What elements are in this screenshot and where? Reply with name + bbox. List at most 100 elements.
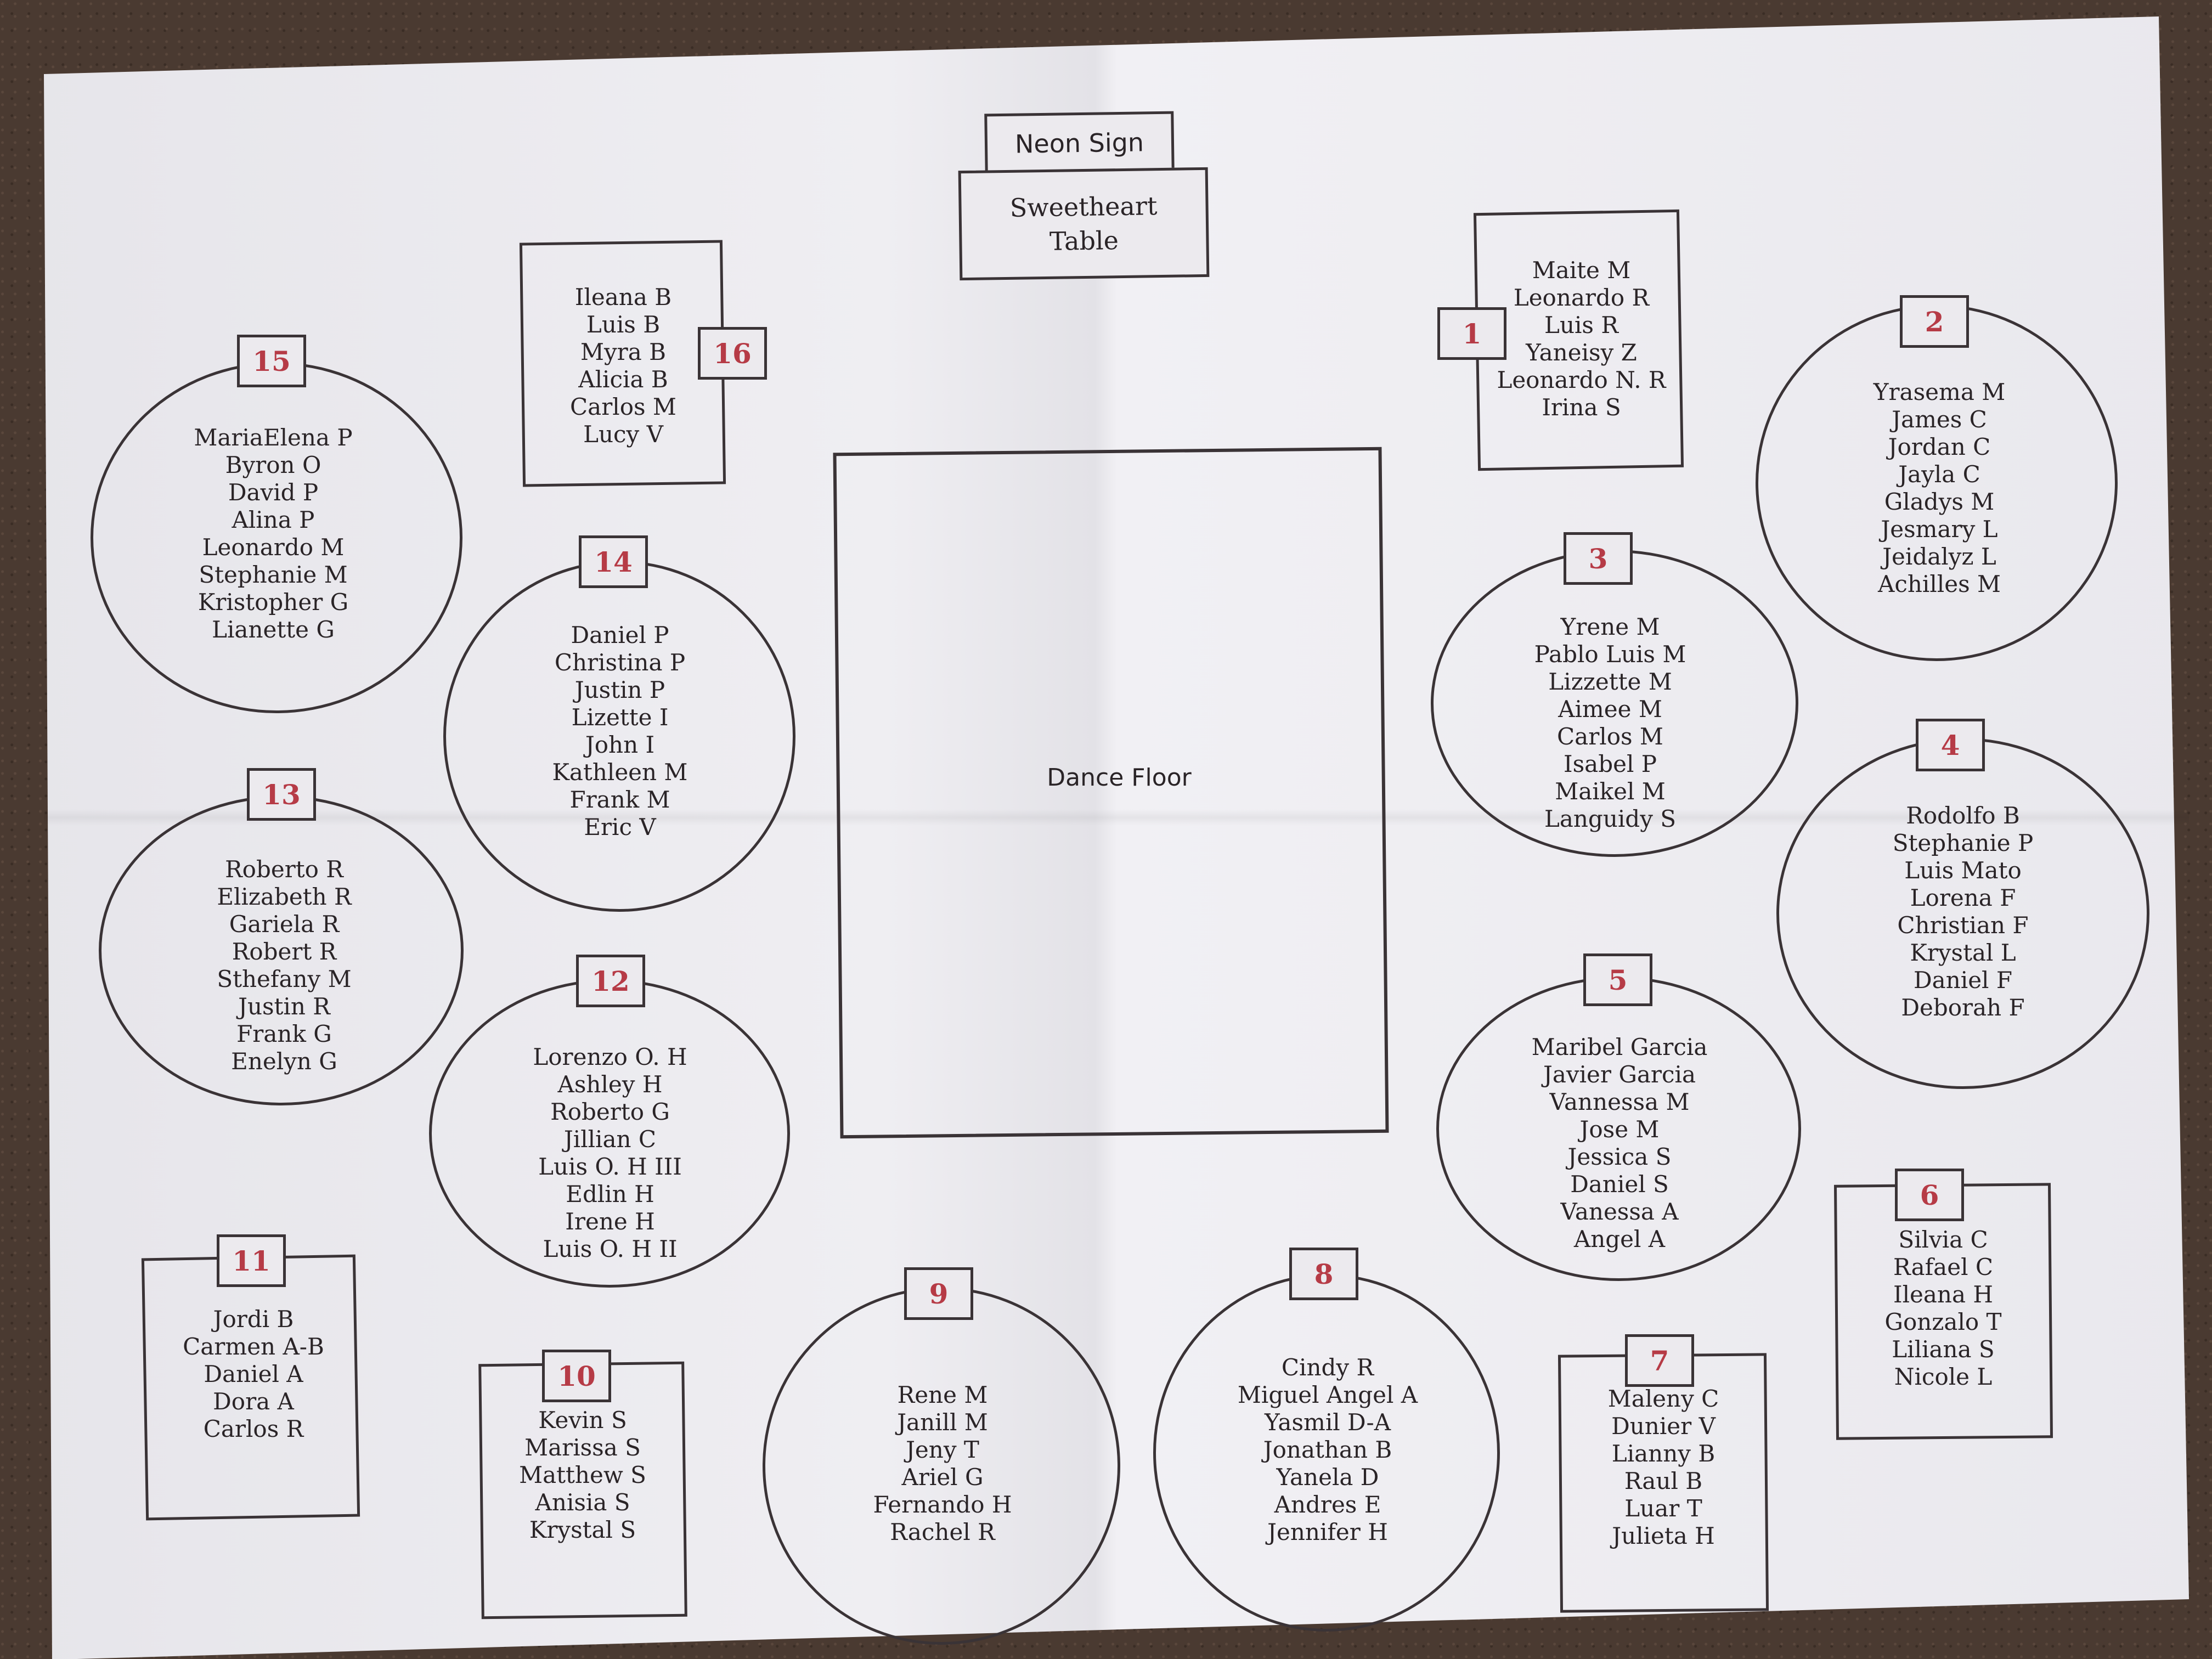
guest-name: Stephanie P [1892, 830, 2034, 856]
guest-name: Roberto G [550, 1098, 670, 1125]
guest-name: Deborah F [1901, 994, 2025, 1021]
table-2-guests: Yrasema M James C Jordan C Jayla C Glady… [1830, 379, 2049, 598]
table-9-guests: Rene M Janill M Jeny T Ariel G Fernando … [833, 1381, 1052, 1546]
guest-name: Vannessa M [1549, 1088, 1690, 1115]
neon-sign-label: Neon Sign [1014, 127, 1144, 159]
guest-name: Irene H [565, 1208, 655, 1235]
guest-name: Justin P [574, 676, 665, 703]
guest-name: Robert R [232, 938, 337, 965]
guest-name: Justin R [238, 993, 330, 1020]
guest-name: Maite M [1532, 257, 1631, 284]
dance-floor-label: Dance Floor [1047, 764, 1192, 792]
guest-name: Edlin H [566, 1181, 654, 1207]
guest-name: Lizzette M [1548, 668, 1672, 695]
guest-name: Jillian C [563, 1126, 657, 1153]
guest-name: Carlos M [1557, 723, 1663, 750]
guest-name: Christina P [554, 649, 686, 676]
table-2-number: 2 [1900, 295, 1969, 348]
guest-name: Enelyn G [231, 1048, 337, 1075]
guest-name: Vanessa A [1560, 1198, 1679, 1225]
table-4-guests: Rodolfo B Stephanie P Luis Mato Lorena F… [1853, 802, 2073, 1022]
guest-name: Lucy V [583, 421, 663, 448]
table-3-guests: Yrene M Pablo Luis M Lizzette M Aimee M … [1500, 613, 1720, 833]
guest-name: Jessica S [1567, 1143, 1672, 1170]
guest-name: Pablo Luis M [1534, 641, 1686, 668]
table-14-number: 14 [579, 535, 648, 588]
guest-name: Byron O [225, 452, 321, 478]
guest-name: Jesmary L [1881, 516, 1998, 543]
guest-name: Jordan C [1888, 433, 1991, 460]
guest-name: Jeny T [906, 1436, 979, 1463]
table-1-guests: Maite M Leonardo R Luis R Yaneisy Z Leon… [1476, 257, 1687, 421]
guest-name: Yasmil D-A [1264, 1409, 1391, 1436]
table-7-number: 7 [1625, 1334, 1694, 1387]
guest-name: Carlos M [570, 393, 676, 420]
table-7-guests: Maleny C Dunier V Lianny B Raul B Luar T… [1554, 1385, 1773, 1550]
table-4-number: 4 [1916, 719, 1985, 771]
guest-name: Maribel Garcia [1531, 1034, 1708, 1060]
guest-name: Jose M [1579, 1116, 1660, 1143]
sweetheart-table-label: Sweetheart Table [1009, 191, 1158, 256]
guest-name: Andres E [1274, 1491, 1381, 1518]
guest-name: Daniel A [204, 1361, 303, 1387]
guest-name: Luis O. H II [543, 1235, 678, 1262]
guest-name: Gariela R [229, 911, 340, 938]
table-8-guests: Cindy R Miguel Angel A Yasmil D-A Jonath… [1218, 1354, 1437, 1546]
guest-name: Irina S [1542, 394, 1621, 421]
guest-name: Jeidalyz L [1882, 543, 1996, 570]
guest-name: Leonardo M [202, 534, 345, 561]
guest-name: Kevin S [538, 1407, 627, 1434]
guest-name: Stephanie M [199, 561, 348, 588]
guest-name: Ileana B [574, 284, 672, 311]
guest-name: Marissa S [524, 1434, 641, 1461]
table-13-number: 13 [247, 768, 316, 821]
table-6-number: 6 [1895, 1169, 1964, 1221]
table-3-number: 3 [1564, 532, 1633, 585]
table-10-number: 10 [542, 1350, 611, 1402]
guest-name: Myra B [580, 338, 667, 365]
guest-name: Lorena F [1910, 884, 2016, 911]
guest-name: Lianette G [212, 616, 335, 643]
table-5-guests: Maribel Garcia Javier Garcia Vannessa M … [1510, 1034, 1729, 1253]
guest-name: Cindy R [1281, 1354, 1374, 1381]
guest-name: Yaneisy Z [1526, 339, 1637, 366]
guest-name: Yrene M [1560, 613, 1660, 640]
guest-name: Lizette I [571, 704, 669, 731]
guest-name: Rafael C [1893, 1254, 1993, 1280]
guest-name: James C [1892, 406, 1987, 433]
guest-name: Anisia S [535, 1489, 630, 1516]
guest-name: Luis Mato [1904, 857, 2022, 884]
guest-name: Gonzalo T [1884, 1308, 2002, 1335]
guest-name: Christian F [1897, 912, 2029, 939]
table-12-number: 12 [576, 955, 645, 1007]
guest-name: Silvia C [1898, 1226, 1988, 1253]
table-16-number: 16 [698, 327, 767, 380]
guest-name: Maikel M [1555, 778, 1666, 805]
table-11-guests: Jordi B Carmen A-B Daniel A Dora A Carlo… [144, 1306, 363, 1443]
table-14-guests: Daniel P Christina P Justin P Lizette I … [510, 622, 730, 841]
guest-name: Kristopher G [198, 589, 349, 616]
guest-name: Julieta H [1612, 1522, 1715, 1549]
guest-name: Alina P [232, 506, 315, 533]
guest-name: Aimee M [1558, 696, 1662, 723]
guest-name: Daniel S [1570, 1171, 1669, 1198]
guest-name: Rodolfo B [1906, 802, 2020, 829]
guest-name: Gladys M [1884, 488, 1995, 515]
guest-name: Matthew S [519, 1462, 646, 1488]
guest-name: Leonardo R [1513, 284, 1650, 311]
guest-name: Frank M [569, 786, 670, 813]
guest-name: Fernando H [873, 1491, 1012, 1518]
guest-name: Eric V [584, 814, 656, 840]
guest-name: Leonardo N. R [1497, 366, 1666, 393]
guest-name: Dora A [213, 1388, 294, 1415]
guest-name: Languidy S [1544, 805, 1677, 832]
guest-name: Achilles M [1878, 571, 2001, 597]
guest-name: Dunier V [1611, 1413, 1716, 1440]
guest-name: Isabel P [1564, 751, 1657, 777]
neon-sign-box: Neon Sign [984, 111, 1175, 176]
guest-name: Nicole L [1894, 1363, 1993, 1390]
guest-name: Ashley H [557, 1071, 663, 1098]
guest-name: Angel A [1573, 1226, 1666, 1252]
guest-name: Ileana H [1893, 1281, 1993, 1308]
